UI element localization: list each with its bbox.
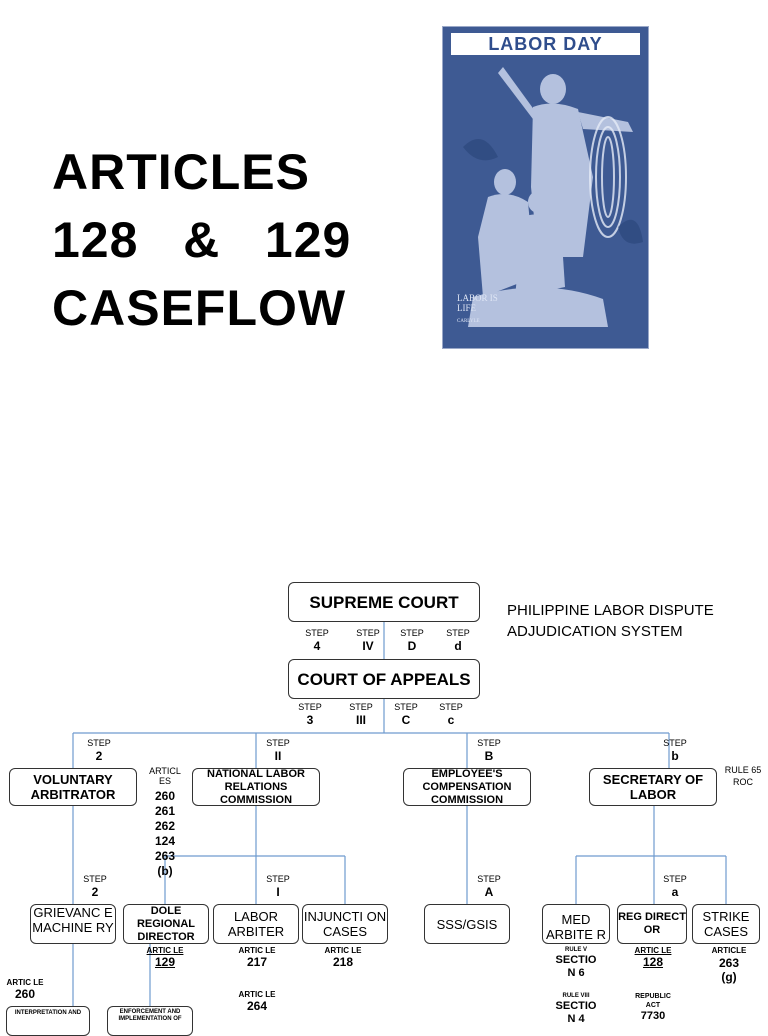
labor-arbiter-label: LABOR ARBITER: [227, 909, 285, 939]
articles-list: 260 261 262 124 263 (b): [146, 789, 184, 879]
med-arbiter-box: MED ARBITE R: [542, 904, 610, 944]
article-129-ref: ARTIC LE 129: [146, 946, 184, 969]
article-260: 260: [154, 789, 176, 803]
ecc-box: EMPLOYEE'S COMPENSATION COMMISSION: [403, 768, 531, 806]
slide-title: ARTICLES 128 & 129 CASEFLOW: [52, 138, 351, 342]
reg-director-box: REG DIRECT OR: [617, 904, 687, 944]
strike-cases-box: STRIKE CASES: [692, 904, 760, 944]
stamp-figures-illustration: [463, 67, 643, 327]
article-262: 262: [154, 819, 176, 833]
interpretation-box: INTERPRETATION AND: [6, 1006, 90, 1036]
heading-line-1: PHILIPPINE LABOR DISPUTE: [507, 602, 714, 619]
med-arbiter-label: MED ARBITE R: [546, 912, 606, 942]
sss-gsis-label: SSS/GSIS: [436, 916, 498, 932]
stamp-author: CARLYLE: [457, 319, 480, 324]
ecc-label: EMPLOYEE'S COMPENSATION COMMISSION: [422, 767, 512, 806]
title-line-2: 128 & 129: [52, 212, 352, 268]
rule-65-note: RULE 65 ROC: [724, 765, 762, 787]
article-124: 124: [154, 834, 176, 848]
enforcement-box: ENFORCEMENT AND IMPLEMENTATION OF: [107, 1006, 193, 1036]
reg-director-label: REG DIRECT OR: [618, 911, 686, 936]
republic-act-ref: REPUBLIC ACT 7730: [635, 993, 671, 1022]
labor-arbiter-box: LABOR ARBITER: [213, 904, 299, 944]
article-263-b: (b): [157, 864, 173, 878]
strike-cases-label: STRIKE CASES: [702, 909, 750, 939]
heading-line-2: ADJUDICATION SYSTEM: [507, 623, 683, 640]
court-of-appeals-box: COURT OF APPEALS: [288, 659, 480, 699]
article-261: 261: [154, 804, 176, 818]
article-264-ref: ARTIC LE 264: [238, 990, 276, 1013]
article-263g-ref: ARTICLE 263 (g): [711, 946, 747, 984]
article-217-ref: ARTIC LE 217: [238, 946, 276, 969]
article-260-ref: ARTIC LE 260: [6, 978, 44, 1001]
stamp-motto: LABOR IS LIFE: [457, 293, 498, 313]
diagram-heading: PHILIPPINE LABOR DISPUTE ADJUDICATION SY…: [507, 600, 714, 642]
articles-heading: ARTICL ES: [149, 766, 181, 786]
supreme-court-box: SUPREME COURT: [288, 582, 480, 622]
nlrc-box: NATIONAL LABOR RELATIONS COMMISSION: [192, 768, 320, 806]
nlrc-label: NATIONAL LABOR RELATIONS COMMISSION: [207, 767, 305, 806]
sss-gsis-box: SSS/GSIS: [424, 904, 510, 944]
title-line-3: CASEFLOW: [52, 280, 347, 336]
enforcement-label: ENFORCEMENT AND IMPLEMENTATION OF: [118, 1009, 182, 1022]
dole-regional-director-label: DOLE REGIONAL DIRECTOR: [136, 904, 196, 943]
voluntary-arbitrator-box: VOLUNTARY ARBITRATOR: [9, 768, 137, 806]
title-line-1: ARTICLES: [52, 144, 310, 200]
article-218-ref: ARTIC LE 218: [324, 946, 362, 969]
dole-regional-director-box: DOLE REGIONAL DIRECTOR: [123, 904, 209, 944]
article-263: 263: [154, 849, 176, 863]
article-128-ref: ARTIC LE 128: [634, 946, 672, 969]
stamp-banner: LABOR DAY: [451, 33, 640, 55]
injunction-cases-label: INJUNCTI ON CASES: [303, 909, 387, 939]
secretary-of-labor-label: SECRETARY OF LABOR: [602, 772, 704, 802]
voluntary-arbitrator-label: VOLUNTARY ARBITRATOR: [30, 772, 116, 802]
rule-v-ref: RULE V SECTIO N 6: [555, 947, 597, 979]
court-of-appeals-label: COURT OF APPEALS: [297, 669, 471, 689]
interpretation-label: INTERPRETATION AND: [14, 1010, 82, 1016]
grievance-machinery-box: GRIEVANC E MACHINE RY: [30, 904, 116, 944]
supreme-court-label: SUPREME COURT: [309, 592, 459, 612]
grievance-machinery-label: GRIEVANC E MACHINE RY: [32, 905, 114, 935]
injunction-cases-box: INJUNCTI ON CASES: [302, 904, 388, 944]
secretary-of-labor-box: SECRETARY OF LABOR: [589, 768, 717, 806]
rule-viii-ref: RULE VIII SECTIO N 4: [555, 993, 597, 1025]
labor-day-stamp-image: LABOR DAY LABOR IS LIFE CARLYLE: [442, 26, 649, 349]
